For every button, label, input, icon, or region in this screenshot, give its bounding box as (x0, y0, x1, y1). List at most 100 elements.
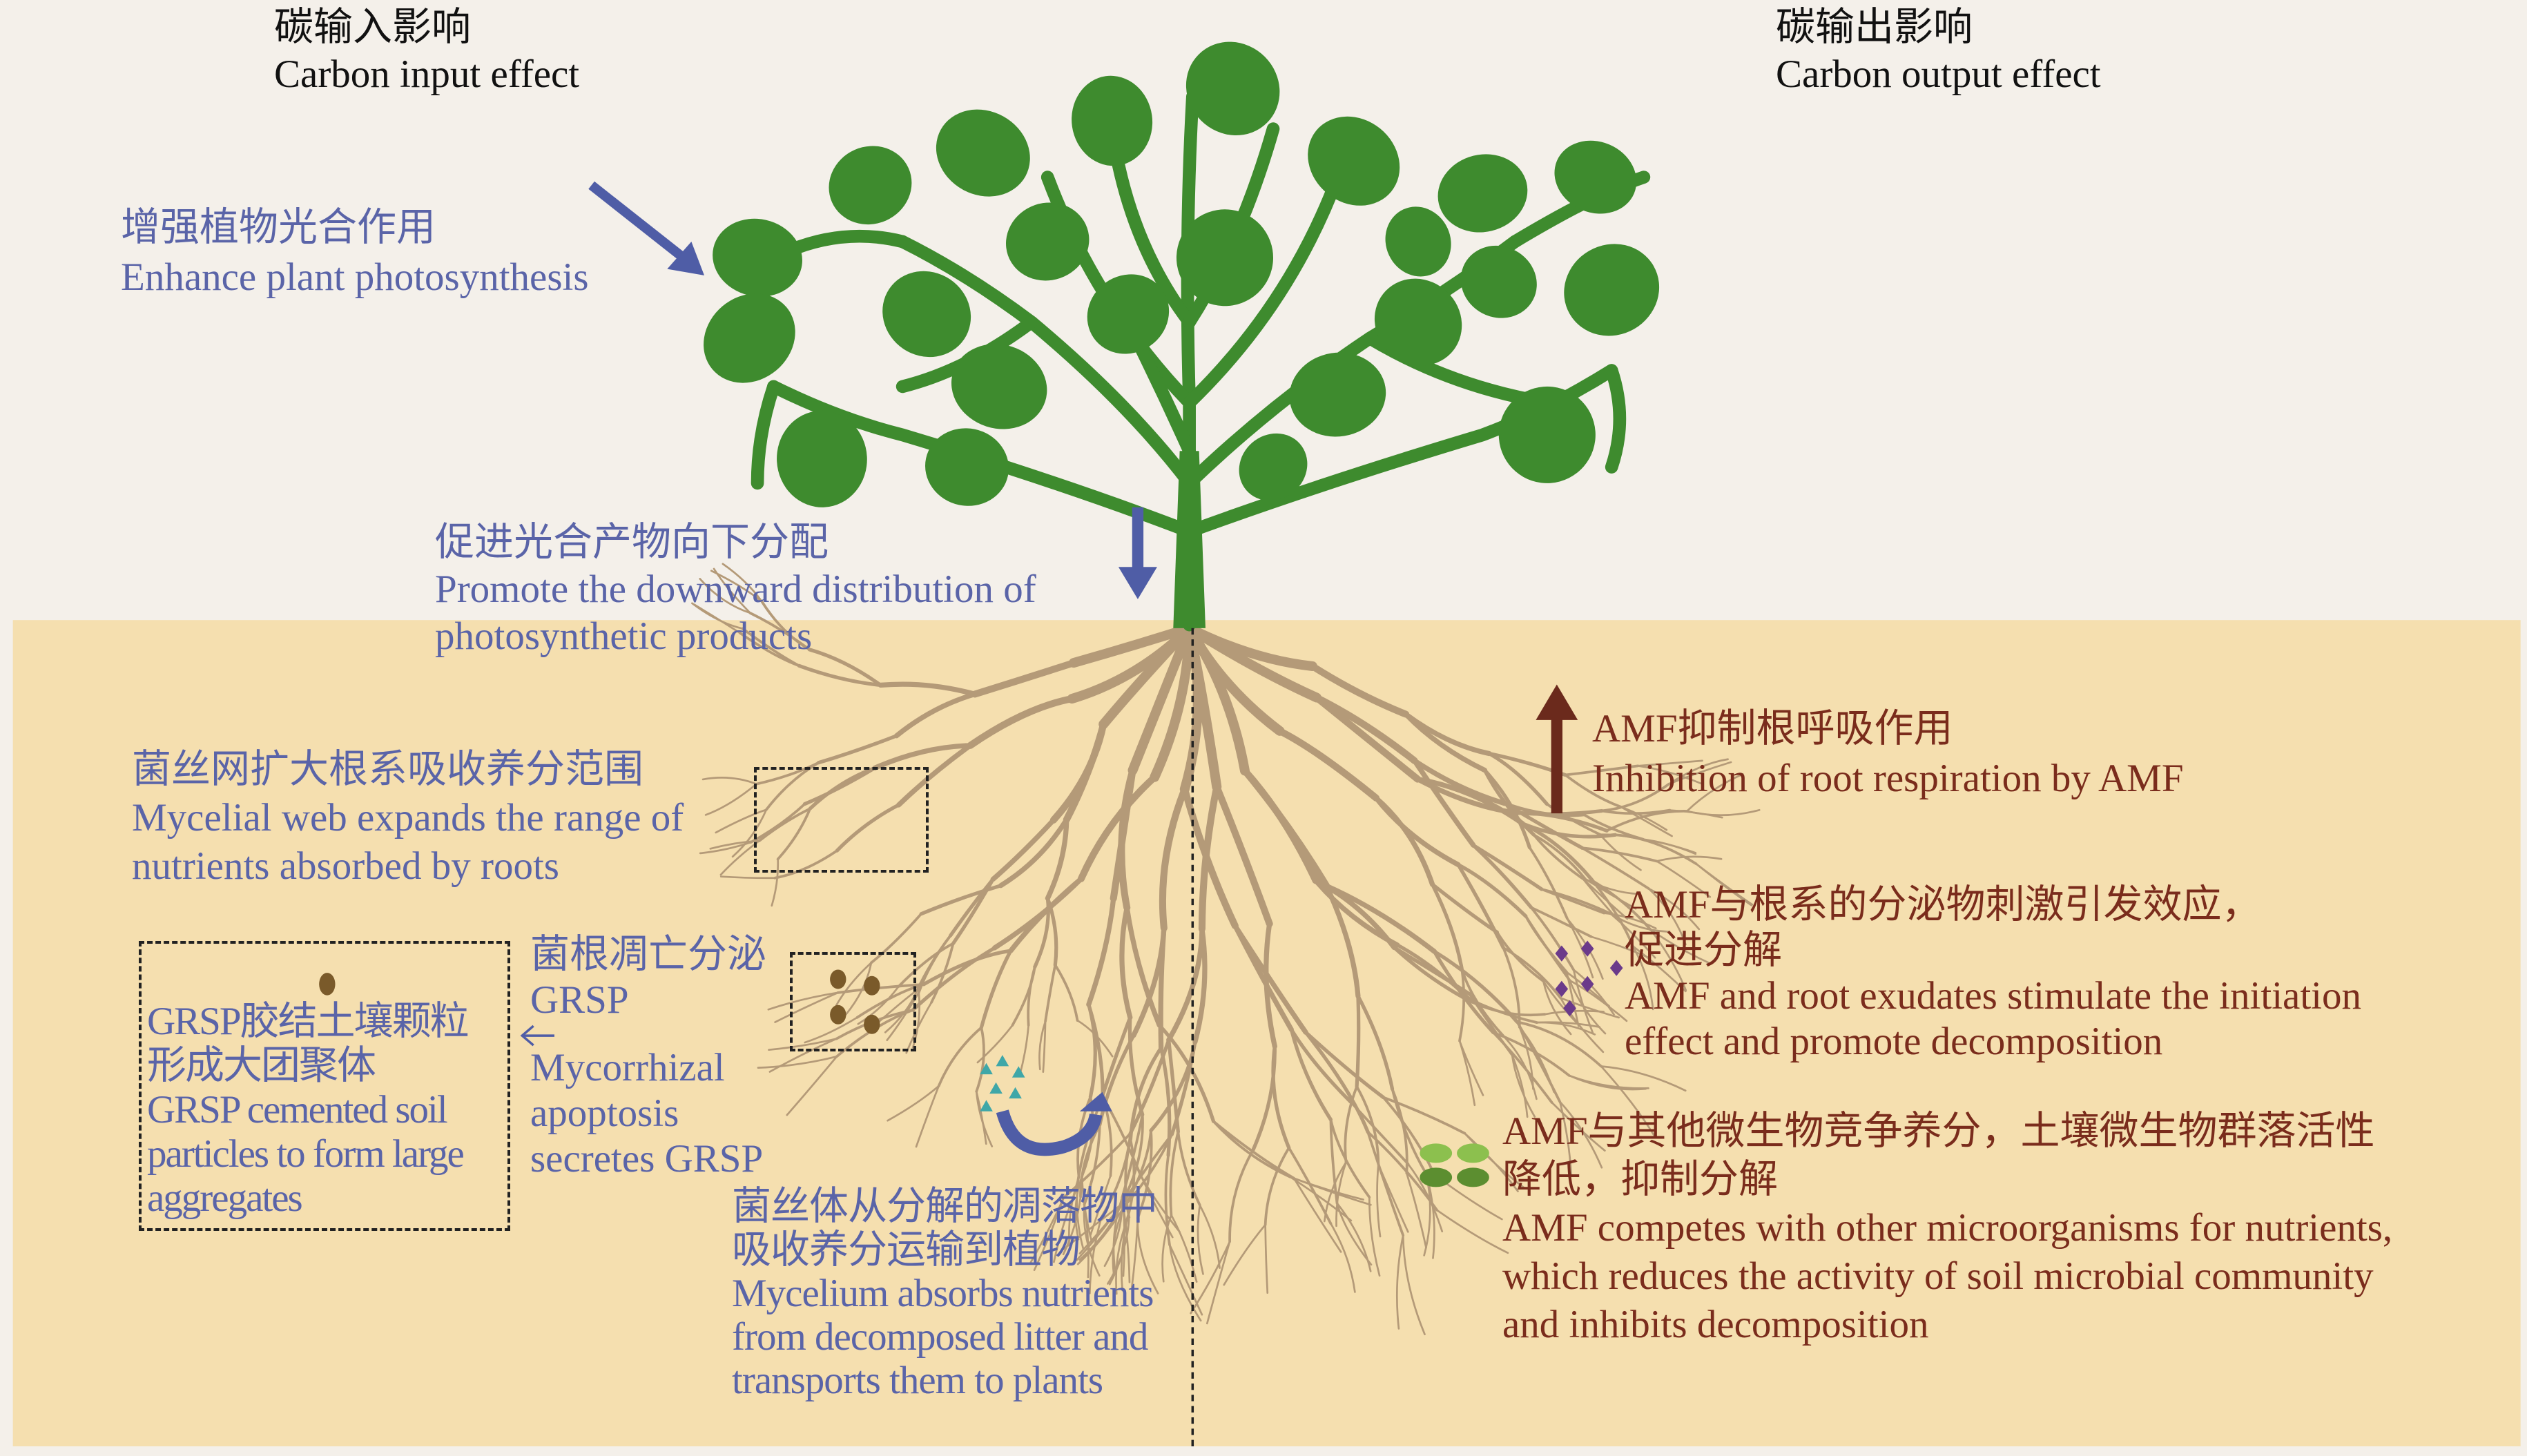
leaf (1437, 154, 1528, 233)
root-branch (1184, 623, 1285, 736)
root-branch (855, 982, 925, 1019)
leaf (882, 271, 971, 358)
root-branch (1033, 896, 1050, 969)
branch (1183, 171, 1344, 409)
apoptosis-label: 菌根凋亡分泌 GRSP Mycorrhizal apoptosis secret… (530, 932, 766, 1182)
root-branch (1324, 883, 1361, 999)
root-branch (731, 808, 768, 858)
root-branch (1667, 758, 1729, 786)
header-cn: 碳输出影响 (1776, 6, 1973, 49)
root-branch (975, 1026, 985, 1093)
root-branch (1551, 1101, 1606, 1152)
root-branch (1572, 969, 1615, 1016)
root-branch (1264, 1223, 1269, 1294)
root-branch (1100, 1132, 1132, 1219)
root-branch (1582, 813, 1645, 841)
label-en: AMF competes with other microorganisms f… (1502, 1206, 2393, 1250)
root-branch (1168, 1243, 1202, 1322)
root-branch (1089, 1216, 1103, 1294)
root-branch (701, 777, 757, 786)
distribution-label: 促进光合产物向下分配 Promote the downward distribu… (435, 519, 1036, 660)
root-branch (1405, 1172, 1427, 1249)
label-en: Mycorrhizal (530, 1046, 725, 1089)
root-branch (1344, 1085, 1359, 1164)
label-en: Mycelium absorbs nutrients (732, 1272, 1154, 1315)
root-branch (1276, 727, 1380, 802)
root-branch (755, 761, 820, 786)
root-branch (1131, 1216, 1139, 1288)
header-en: Carbon output effect (1776, 52, 2101, 96)
header-cn: 碳输入影响 (274, 6, 471, 49)
leaf (1239, 433, 1308, 501)
root-branch (1502, 947, 1562, 1000)
root-branch (1054, 963, 1079, 1022)
root-branch (1456, 862, 1506, 950)
leaf (936, 109, 1030, 197)
root-branch (1564, 773, 1623, 808)
root-branch (1336, 1202, 1372, 1272)
label-cn: 促进分解 (1625, 929, 1782, 972)
root-branch (1199, 1204, 1221, 1269)
root-branch (1532, 833, 1585, 880)
root-branch (976, 1024, 1014, 1064)
up-arrow-icon (1536, 684, 1578, 814)
root-branch (1540, 888, 1612, 915)
root-branch (834, 962, 873, 1009)
root-branch (1542, 980, 1572, 1036)
nutrient-triangles-icon (980, 1055, 1025, 1112)
label-cn: 增强植物光合作用 (121, 206, 436, 249)
root-branch (857, 985, 900, 1025)
root-branch (1264, 1146, 1290, 1226)
leaf (1087, 274, 1170, 354)
root-branch (1471, 843, 1533, 910)
plant-shoot (704, 41, 1660, 632)
root-branch (1382, 1096, 1466, 1135)
root-branch (895, 743, 973, 808)
leaf (1308, 116, 1400, 206)
root-branch (768, 1038, 838, 1073)
root-branch (1584, 877, 1637, 910)
root-branch (1366, 1130, 1439, 1212)
root-branch (1529, 906, 1576, 971)
root-branch (1038, 1020, 1047, 1071)
root-branch (1392, 945, 1471, 996)
root-branch (1580, 846, 1650, 890)
root-branch (715, 808, 768, 834)
label-en: GRSP cemented soil (147, 1088, 448, 1132)
label-en: aggregates (147, 1176, 303, 1220)
respiration-label: AMF抑制根呼吸作用 Inhibition of root respiratio… (1592, 704, 2184, 804)
root-branch (1232, 923, 1308, 1035)
root-branch (1536, 1021, 1596, 1036)
down-arrow-icon (1118, 507, 1157, 599)
root-branch (1308, 662, 1410, 718)
root-branch (1432, 949, 1495, 1035)
label-cn: 降低，抑制分解 (1502, 1158, 1778, 1201)
root-branch (1313, 694, 1418, 764)
root-branch (1042, 1020, 1047, 1074)
root-branch (1304, 1030, 1386, 1100)
root-branch (1564, 764, 1640, 777)
leaf (1554, 140, 1637, 214)
root-branch (1667, 761, 1732, 786)
label-en: Inhibition of root respiration by AMF (1592, 757, 2184, 800)
root-branch (1289, 1176, 1353, 1222)
root-branch (1264, 921, 1277, 1049)
root-branch (1076, 1205, 1126, 1265)
root-branch (1329, 1118, 1371, 1199)
root-branch (722, 563, 763, 603)
label-cn: GRSP (530, 978, 629, 1022)
root-branch (1063, 1202, 1124, 1250)
root-branch (1516, 1020, 1603, 1068)
root-branch (1460, 968, 1505, 1038)
root-branch (1355, 994, 1361, 1089)
label-cn: 菌丝网扩大根系吸收养分范围 (132, 748, 643, 791)
root-branch (741, 627, 801, 668)
priming-label: AMF与根系的分泌物刺激引发效应， 促进分解 AMF and root exud… (1625, 882, 2361, 1065)
carbon-output-header: 碳输出影响 Carbon output effect (1776, 4, 2101, 98)
root-branch (1206, 1241, 1231, 1325)
root-branch (1685, 773, 1744, 813)
root-branch (1649, 929, 1687, 991)
branch (895, 235, 1196, 490)
grsp-aggregate-box (139, 941, 510, 1231)
root-branch (1289, 1027, 1333, 1122)
